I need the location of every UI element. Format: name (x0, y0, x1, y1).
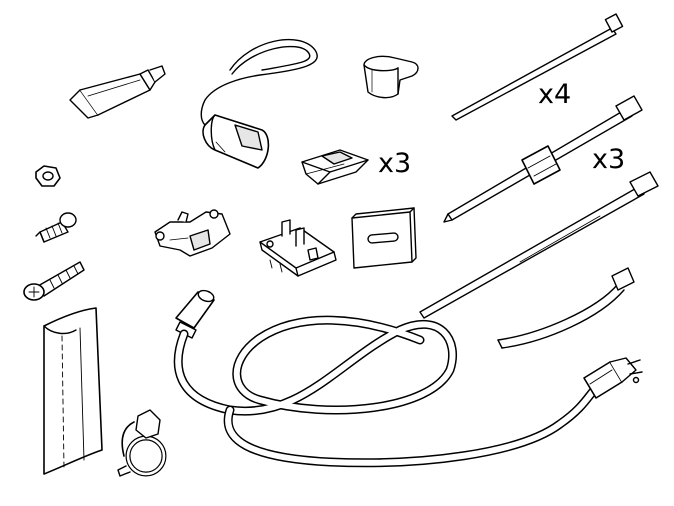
terminal-block-icon (259, 219, 337, 277)
anchor-tie-qty-label: x3 (592, 144, 625, 175)
wood-screw-icon (23, 261, 85, 301)
short-screw-icon (35, 212, 77, 243)
cable-tie-qty-label: x4 (538, 79, 571, 110)
adhesive-pad-icon (351, 207, 417, 269)
sleeve-clip-icon (363, 55, 419, 99)
hinge-bracket-icon (154, 209, 231, 257)
mount-clip-qty-label: x3 (378, 148, 411, 179)
pipe-clamp-icon (117, 409, 167, 477)
long-cable-tie-icon (419, 171, 659, 319)
power-cord-icon (173, 289, 643, 468)
loop-sensor-icon (200, 38, 318, 169)
nut-icon (35, 165, 61, 187)
cable-tie-icon (451, 13, 624, 121)
anchor-tie-icon (443, 95, 643, 223)
mount-clip-icon (301, 149, 369, 185)
grease-tube-icon (69, 65, 166, 119)
foam-strip-icon (43, 307, 103, 475)
curved-tie-icon (497, 267, 635, 349)
